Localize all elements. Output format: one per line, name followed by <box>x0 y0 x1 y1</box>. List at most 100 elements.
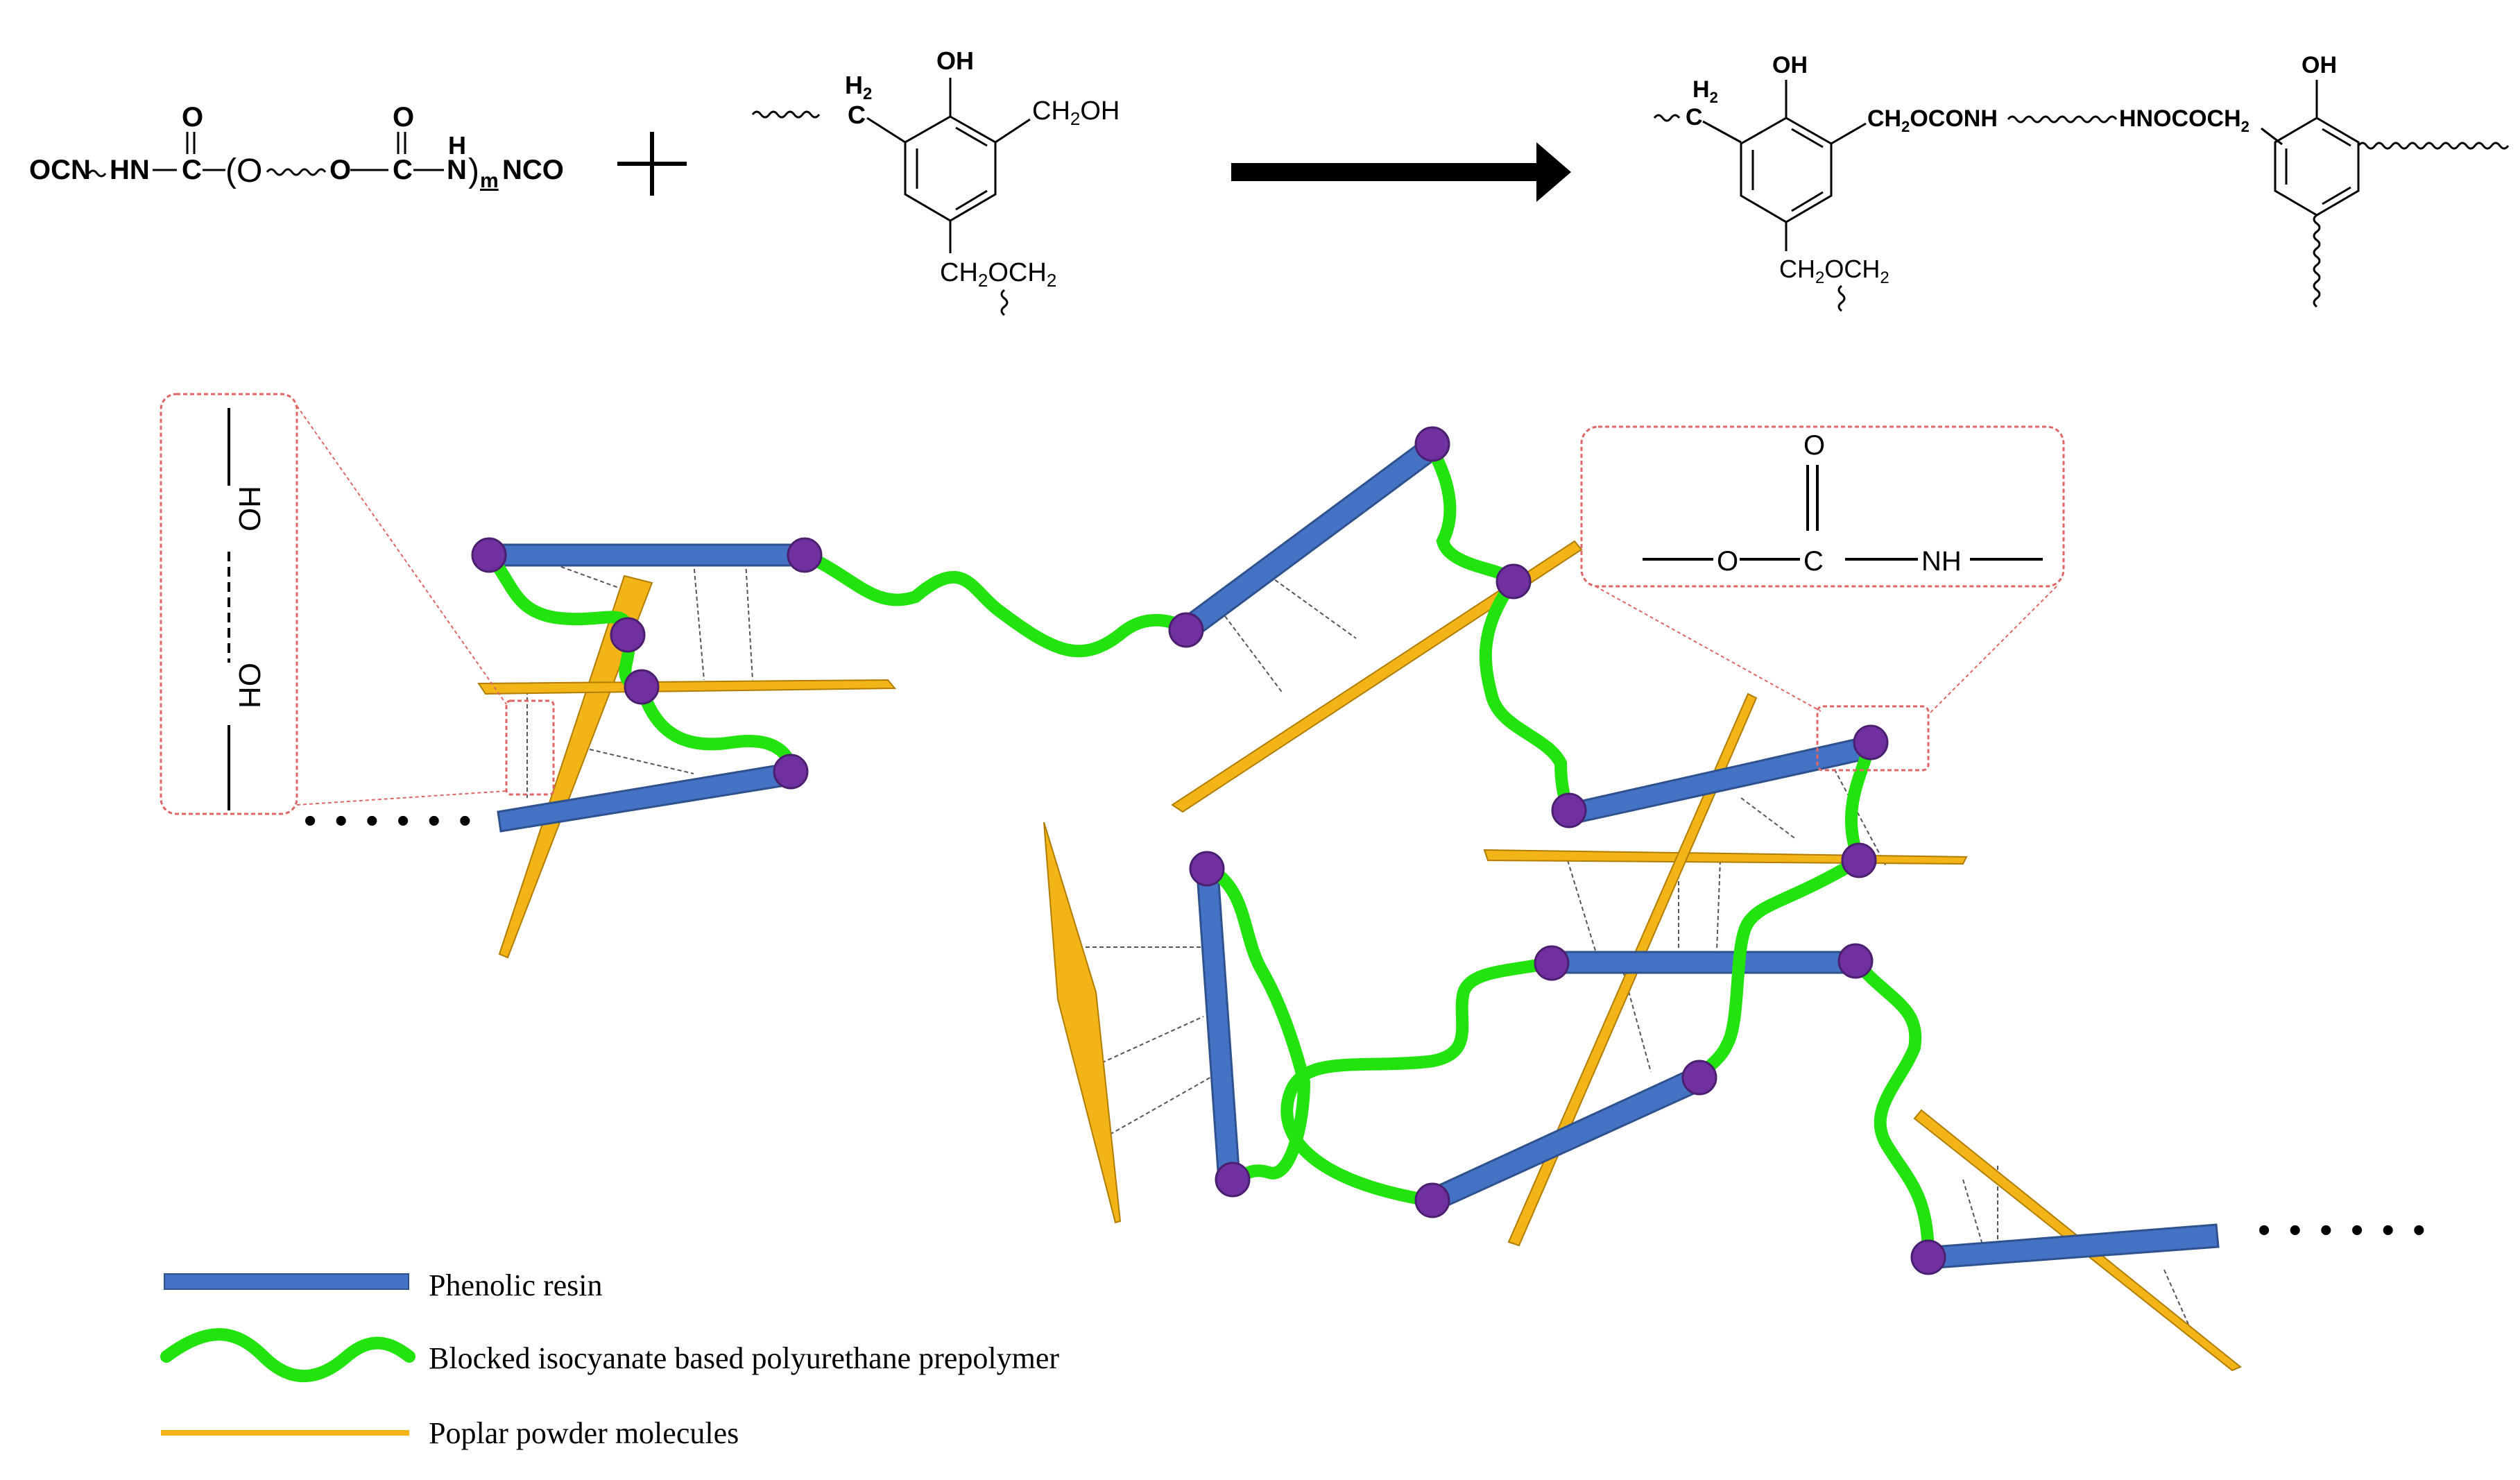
legend: Phenolic resin Blocked isocyanate based … <box>160 1268 1059 1450</box>
ho-label: HO <box>232 486 266 531</box>
poplar-needle <box>1171 540 1583 813</box>
phenolic-rod <box>1177 435 1443 642</box>
wavy-bond <box>266 168 327 176</box>
plus-sign <box>617 132 687 196</box>
junction-node <box>610 617 646 653</box>
phenolic-rod <box>1195 861 1241 1182</box>
product-h2-label: H2 <box>1692 76 1718 106</box>
prepolymer-chain <box>483 549 634 641</box>
phenolic-rod <box>497 762 796 833</box>
wavy-bond <box>87 169 107 178</box>
product-c-label: C <box>1686 104 1703 130</box>
junction-node <box>1414 1182 1450 1218</box>
aromatic-bond <box>955 189 988 211</box>
prepolymer-chain <box>619 629 797 776</box>
hydrogen-bond-inset: HO OH <box>160 393 555 815</box>
ch2oh-label: CH2OH <box>1032 96 1120 129</box>
wavy-bond <box>1837 284 1846 312</box>
junction-node <box>1534 945 1570 981</box>
network-diagram: • • • • • • • • • • • • <box>304 426 2425 1372</box>
junction-node <box>1495 563 1532 599</box>
wavy-bond <box>1000 289 1009 316</box>
bond <box>1831 122 1867 145</box>
product-ch2och2-label: CH2OCH2 <box>1779 255 1889 287</box>
hydrogen-bond-ties <box>526 561 2193 1333</box>
prepolymer-chain <box>798 549 1192 658</box>
prepolymer-chain <box>1693 736 1876 1084</box>
wavy-bond <box>751 110 821 119</box>
hn-label: HN <box>110 155 150 185</box>
junction-node <box>471 537 507 573</box>
ocn-label: OCN <box>29 155 91 185</box>
nco-label: NCO <box>502 155 564 185</box>
urethane-c: C <box>1803 546 1824 577</box>
prepolymer-chain <box>1201 861 1311 1186</box>
product-linkage-right-label: HNOCOCH2 <box>2119 105 2249 135</box>
ch2och2-label: CH2OCH2 <box>940 258 1056 291</box>
urethane-o: O <box>1717 546 1738 577</box>
o1-label: O <box>182 102 203 133</box>
reactant-prepolymer: OCN HN C O (O O C O H N ) m NCO <box>29 102 564 192</box>
junction-node <box>1168 612 1204 648</box>
junction-node <box>1189 851 1225 887</box>
bond <box>2261 127 2283 146</box>
legend-label-poplar: Poplar powder molecules <box>429 1416 739 1450</box>
wavy-bond <box>2313 214 2321 308</box>
poplar-needle <box>498 575 653 959</box>
m-label: m <box>480 169 499 192</box>
legend-swatch-prepolymer <box>160 1328 415 1383</box>
oh-label: OH <box>232 663 266 708</box>
bond <box>995 118 1031 144</box>
wavy-bond <box>2007 115 2118 124</box>
urethane-o-top: O <box>1803 430 1825 461</box>
n-label: N <box>447 155 467 185</box>
junction-points <box>471 426 1946 1275</box>
aromatic-bond <box>2322 128 2351 147</box>
prepolymer-chain <box>1423 438 1518 588</box>
aromatic-bond <box>2322 186 2351 205</box>
phenolic-resins <box>484 435 2220 1270</box>
ellipsis-left: • • • • • • <box>304 801 475 841</box>
h2-label: H2 <box>845 71 872 103</box>
poplar-needle <box>477 679 897 695</box>
junction-node <box>1910 1239 1946 1275</box>
legend-label-prepolymer: Blocked isocyanate based polyurethane pr… <box>429 1341 1059 1375</box>
poplar-needle <box>1483 849 1968 865</box>
urethane-nh: NH <box>1921 546 1962 577</box>
product-benzene-ring-right <box>2274 117 2360 216</box>
c2-label: C <box>393 155 413 185</box>
legend-swatch-phenolic <box>164 1273 409 1290</box>
phenolic-rod <box>1428 1067 1705 1213</box>
junction-node <box>787 537 823 573</box>
wavy-bond <box>1653 114 1681 122</box>
oh-label: OH <box>936 46 974 75</box>
product-oh-left-label: OH <box>1772 52 1808 78</box>
junction-node <box>1853 724 1889 760</box>
c-label: C <box>848 101 866 129</box>
aromatic-bond <box>955 126 988 147</box>
product-benzene-ring-left <box>1740 117 1833 223</box>
aromatic-bond <box>1791 128 1824 148</box>
o-open-label: (O <box>225 153 262 189</box>
poplar-needle <box>1043 822 1122 1224</box>
urethane-inset: O O C NH <box>1580 425 2065 772</box>
aromatic-bond <box>1791 191 1824 212</box>
paren-close: ) <box>468 153 479 189</box>
product-structure: H2 C OH CH2OCONH HNOCOCH2 OH CH2OCH2 <box>1653 52 2510 312</box>
product-oh-right-label: OH <box>2302 52 2337 78</box>
junction-node <box>1414 426 1450 462</box>
wavy-bond <box>2357 142 2510 150</box>
junction-node <box>1215 1162 1251 1198</box>
junction-node <box>1841 842 1877 878</box>
junction-node <box>773 754 809 790</box>
phenolic-rod <box>484 543 806 567</box>
reactant-phenolic-unit: H2 C OH CH2OH CH2OCH2 <box>751 46 1120 316</box>
junction-node <box>1681 1060 1717 1096</box>
junction-node <box>1551 792 1587 828</box>
o-mid-label: O <box>329 155 351 185</box>
reaction-arrow <box>1231 142 1571 202</box>
h-label: H <box>448 131 466 160</box>
junction-node <box>1837 943 1874 979</box>
o2-label: O <box>393 102 414 133</box>
